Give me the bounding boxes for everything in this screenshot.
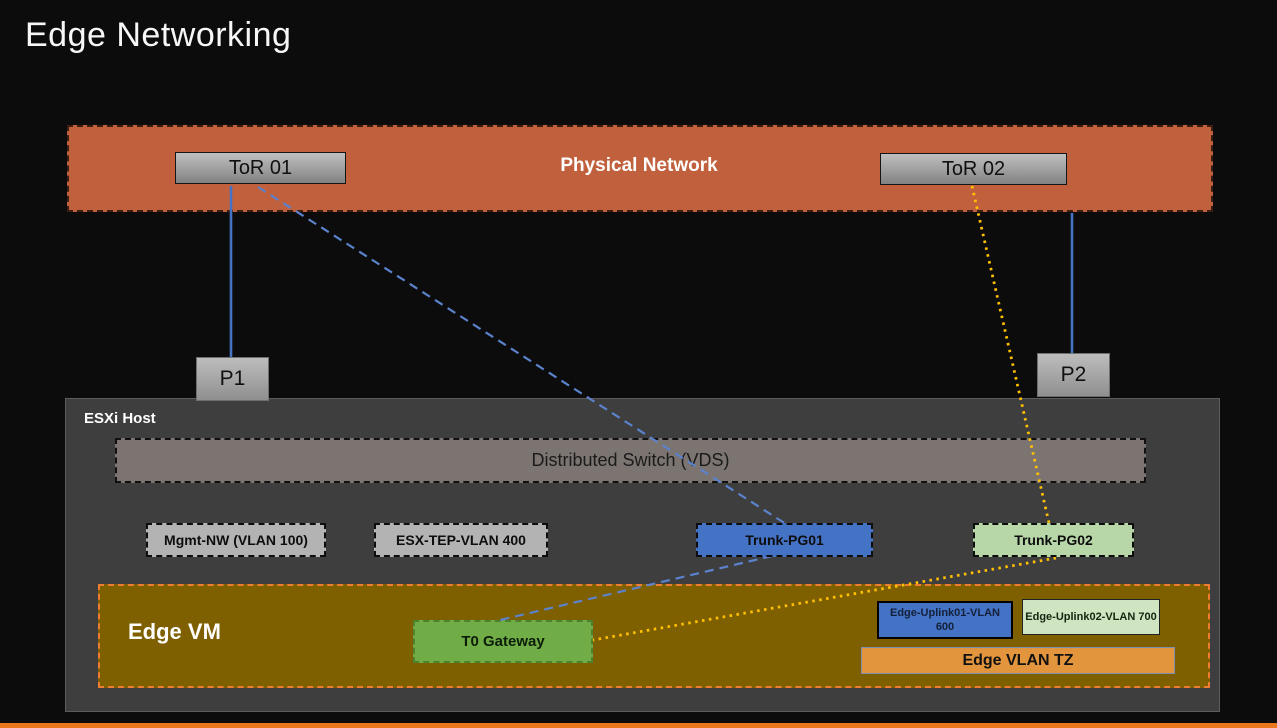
esxi-host-box: ESXi Host Distributed Switch (VDS) Mgmt-… [65, 398, 1220, 712]
edge-uplink02-node: Edge-Uplink02-VLAN 700 [1022, 599, 1160, 635]
page-title: Edge Networking [25, 16, 292, 54]
portgroup-trunk-pg02: Trunk-PG02 [973, 523, 1134, 557]
vds-bar: Distributed Switch (VDS) [115, 438, 1146, 483]
esxi-host-label: ESXi Host [84, 410, 156, 427]
edge-uplink01-node: Edge-Uplink01-VLAN 600 [877, 601, 1013, 639]
vds-label: Distributed Switch (VDS) [531, 450, 730, 470]
edge-vm-label: Edge VM [128, 619, 221, 644]
portgroup-esx-tep: ESX-TEP-VLAN 400 [374, 523, 548, 557]
edge-vm-box: Edge VM T0 Gateway Edge-Uplink01-VLAN 60… [98, 584, 1210, 688]
tor-02-node: ToR 02 [880, 153, 1067, 185]
portgroup-trunk-pg01: Trunk-PG01 [696, 523, 873, 557]
port-p2-node: P2 [1037, 353, 1110, 397]
port-p1-node: P1 [196, 357, 269, 401]
physical-network-label: Physical Network [560, 155, 718, 176]
t0-gateway-node: T0 Gateway [413, 620, 593, 663]
tor-01-node: ToR 01 [175, 152, 346, 184]
portgroup-mgmt-nw: Mgmt-NW (VLAN 100) [146, 523, 326, 557]
bottom-accent-bar [0, 723, 1277, 728]
edge-vlan-tz-bar: Edge VLAN TZ [861, 647, 1175, 674]
